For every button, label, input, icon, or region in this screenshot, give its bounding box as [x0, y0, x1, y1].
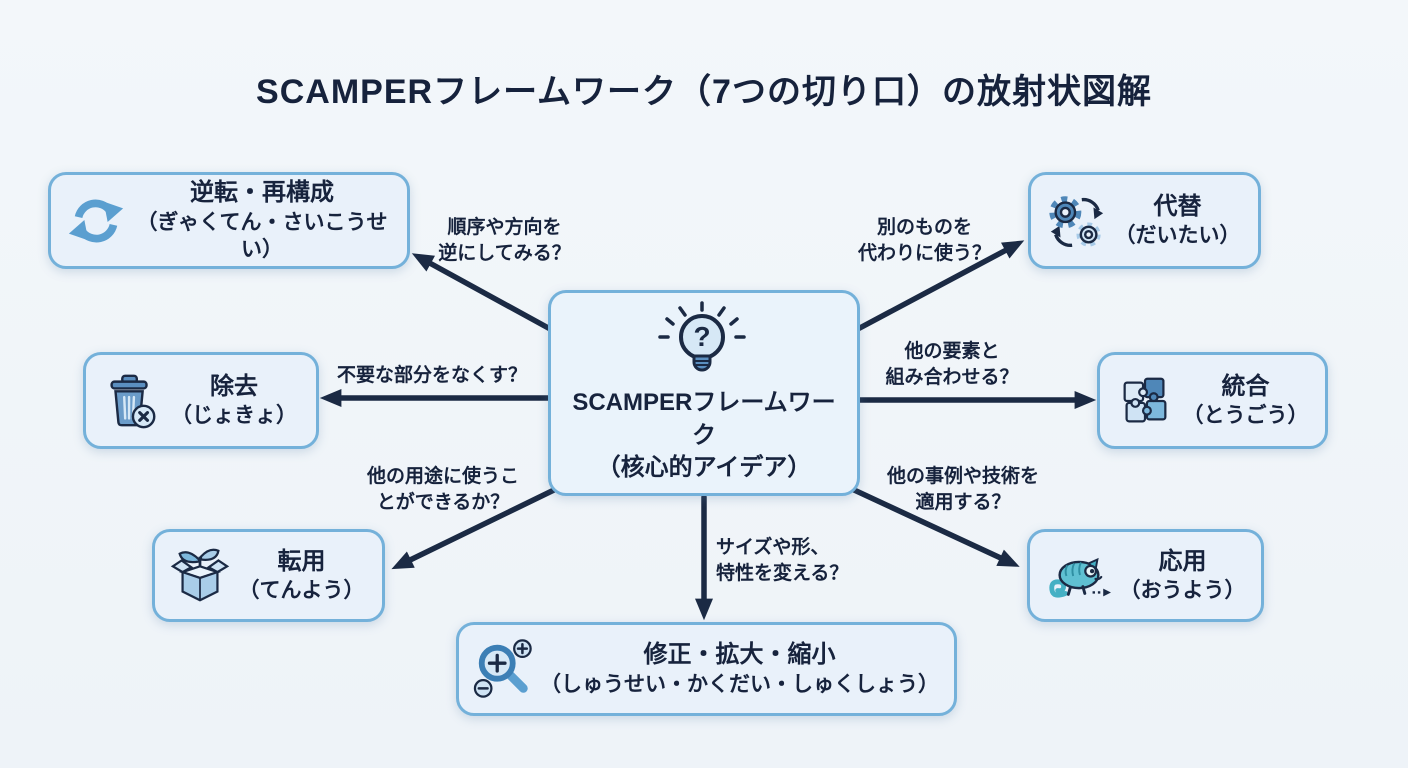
node-substitute: 代替 （だいたい）	[1028, 172, 1261, 269]
node-label: 転用	[277, 547, 326, 575]
node-label: 除去	[210, 372, 258, 400]
diagram-title: SCAMPERフレームワーク（7つの切り口）の放射状図解	[256, 73, 1152, 111]
cycle-arrows-icon	[65, 190, 127, 252]
node-label: 統合	[1221, 372, 1270, 400]
question-eliminate: 不要な部分をなくす？	[336, 365, 527, 386]
svg-text:?: ?	[693, 321, 710, 352]
arrow-to-reverse	[411, 253, 555, 333]
node-reading: （だいたい）	[1114, 224, 1241, 248]
node-eliminate: 除去 （じょきょ）	[83, 352, 319, 449]
node-reading: （ぎゃくてん・さいこうせい）	[136, 210, 388, 262]
node-reading: （じょきょ）	[171, 404, 297, 428]
node-reading: （てんよう）	[238, 579, 365, 603]
node-label: 応用	[1158, 547, 1207, 575]
question-modify: サイズや形、 特性を変える？	[716, 537, 849, 585]
node-reverse: 逆転・再構成 （ぎゃくてん・さいこうせい）	[48, 172, 410, 269]
center-node-subtitle: （核心的アイデア）	[596, 454, 812, 482]
center-node: ? SCAMPERフレームワーク （核心的アイデア）	[548, 290, 860, 496]
center-node-title: SCAMPERフレームワーク	[572, 389, 836, 449]
node-label: 代替	[1153, 192, 1202, 220]
gears-swap-icon	[1045, 190, 1107, 252]
node-reading: （とうごう）	[1182, 404, 1309, 428]
question-adapt: 他の事例や技術を 適用する？	[886, 466, 1039, 514]
lightbulb-question-icon: ?	[654, 301, 750, 387]
node-reading: （おうよう）	[1119, 579, 1246, 603]
trash-remove-icon	[100, 370, 162, 432]
node-combine: 統合 （とうごう）	[1097, 352, 1328, 449]
node-put-to-other-use: 転用 （てんよう）	[152, 529, 385, 622]
puzzle-pieces-icon	[1114, 370, 1176, 432]
question-substitute: 別のものを 代わりに使う？	[857, 217, 991, 265]
question-put-to-other-use: 他の用途に使うこ とができるか？	[366, 466, 519, 514]
question-combine: 他の要素と 組み合わせる？	[885, 341, 1019, 389]
node-adapt: 応用 （おうよう）	[1027, 529, 1264, 622]
node-modify: 修正・拡大・縮小 （しゅうせい・かくだい・しゅくしょう）	[456, 622, 957, 716]
node-label: 修正・拡大・縮小	[643, 641, 836, 669]
box-sprout-icon	[169, 545, 231, 607]
question-reverse: 順序や方向を 逆にしてみる？	[438, 217, 571, 265]
node-label: 逆転・再構成	[190, 178, 334, 206]
node-reading: （しゅうせい・かくだい・しゅくしょう）	[540, 672, 939, 696]
magnifier-zoom-icon	[473, 638, 535, 700]
chameleon-icon	[1044, 545, 1114, 607]
